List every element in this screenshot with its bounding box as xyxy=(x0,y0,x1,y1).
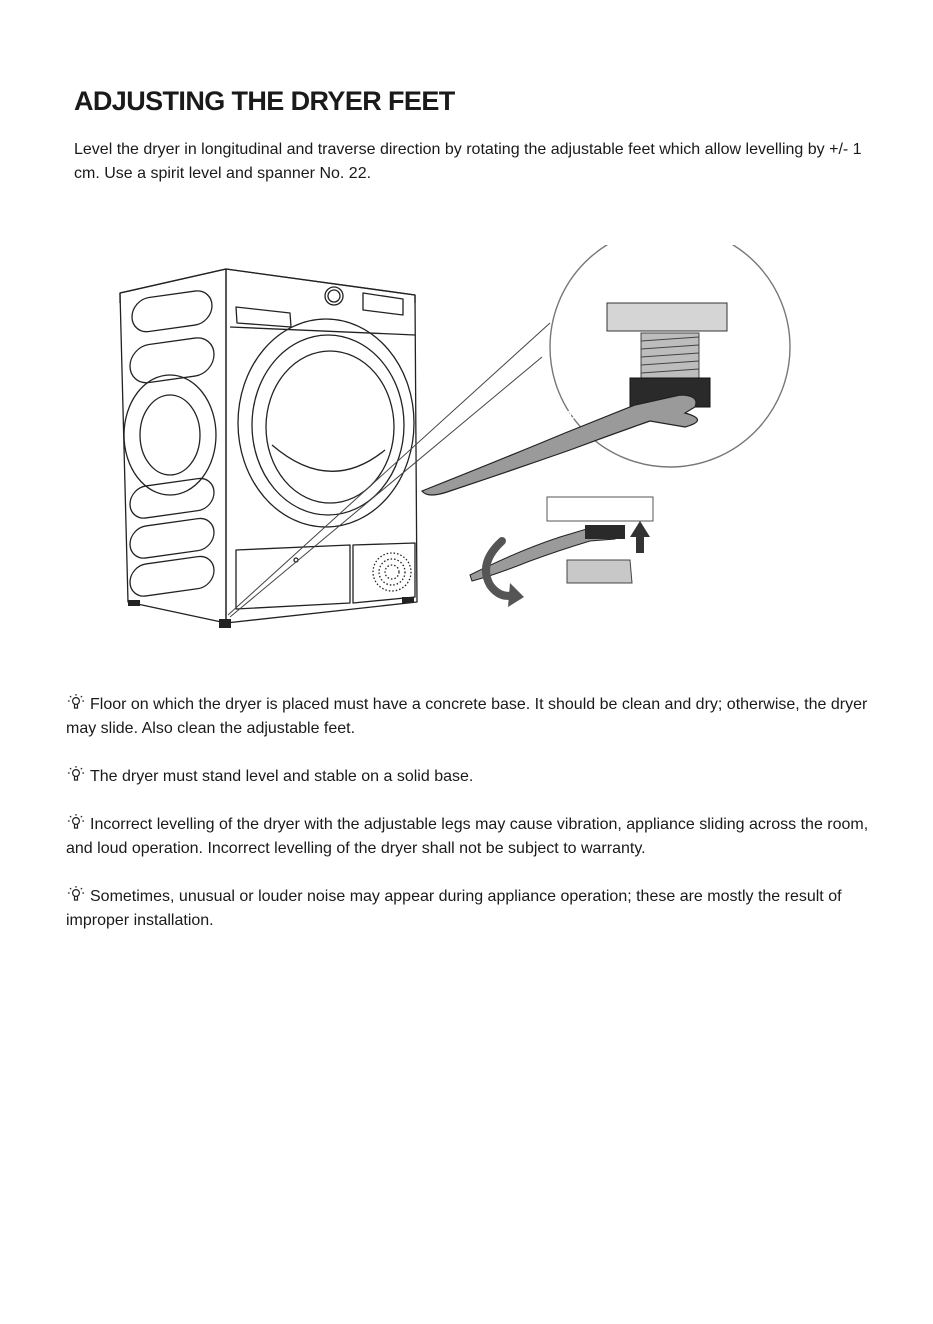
tip-text: Incorrect levelling of the dryer with th… xyxy=(66,816,869,857)
dryer-base-block xyxy=(606,302,728,332)
dryer-foot-front xyxy=(219,619,231,628)
foot-thread xyxy=(640,332,700,380)
tip-item: Floor on which the dryer is placed must … xyxy=(66,693,876,741)
dryer-foot-right xyxy=(402,597,414,603)
dryer-feet-illustration: 22 xyxy=(119,245,791,628)
tip-item: Incorrect levelling of the dryer with th… xyxy=(66,813,876,861)
tips-list: Floor on which the dryer is placed must … xyxy=(66,693,876,957)
drawer xyxy=(235,306,292,328)
lightbulb-icon xyxy=(68,814,84,829)
control-knob xyxy=(324,286,344,306)
tip-text: The dryer must stand level and stable on… xyxy=(90,768,474,785)
small-lock-nut xyxy=(585,525,625,539)
lightbulb-icon xyxy=(68,694,84,709)
tip-item: Sometimes, unusual or louder noise may a… xyxy=(66,885,876,933)
up-arrow-icon xyxy=(636,535,644,553)
dryer-side-panel xyxy=(119,268,227,624)
intro-paragraph: Level the dryer in longitudinal and trav… xyxy=(74,141,862,182)
lower-panel-right xyxy=(352,542,416,604)
dryer-front-panel xyxy=(225,268,418,624)
side-rib xyxy=(131,290,213,333)
vent-grille xyxy=(372,552,412,592)
small-foot-base xyxy=(566,559,633,584)
spanner-number: 22 xyxy=(563,404,582,424)
lightbulb-icon xyxy=(68,766,84,781)
dryer-door xyxy=(237,318,415,528)
tip-text: Floor on which the dryer is placed must … xyxy=(66,696,868,737)
tip-text: Sometimes, unusual or louder noise may a… xyxy=(66,888,842,929)
rotate-arrow-icon xyxy=(482,537,518,600)
display-window xyxy=(362,292,404,316)
lower-panel-left xyxy=(235,544,351,610)
page-title: ADJUSTING THE DRYER FEET xyxy=(74,86,455,116)
dryer-foot-left xyxy=(128,600,140,606)
small-base-block xyxy=(546,496,654,522)
spanner-22 xyxy=(421,394,699,496)
lightbulb-icon xyxy=(68,886,84,901)
tip-item: The dryer must stand level and stable on… xyxy=(66,765,876,789)
